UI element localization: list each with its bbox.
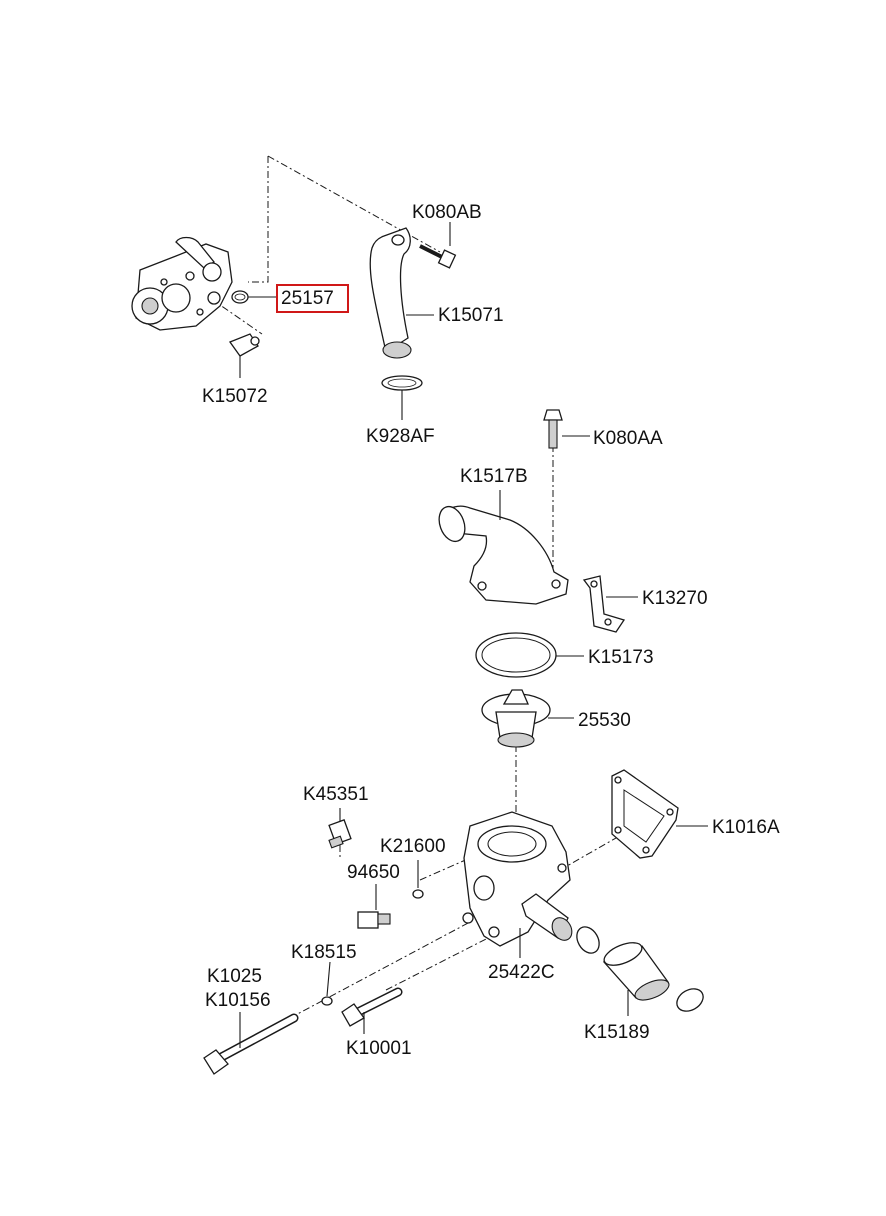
bolt-k10001: [341, 987, 403, 1027]
label-25157: 25157: [281, 288, 334, 309]
label-k10001: K10001: [346, 1038, 412, 1059]
label-k21600: K21600: [380, 836, 446, 857]
o-ring-k18515: [321, 996, 333, 1006]
label-k080aa: K080AA: [593, 428, 663, 449]
pipe-k15071: [369, 227, 412, 359]
sensor-k45351: [328, 819, 352, 849]
label-k15072: K15072: [202, 386, 268, 407]
housing-25422c: [462, 811, 573, 947]
fitting-k15072: [228, 333, 260, 357]
label-k1025: K1025: [207, 966, 262, 987]
label-k1016a: K1016A: [712, 817, 780, 838]
bolt-k080ab: [419, 244, 457, 269]
label-k080ab: K080AB: [412, 202, 482, 223]
water-pump: [131, 236, 233, 331]
label-k15173: K15173: [588, 647, 654, 668]
clamp-left: [576, 926, 600, 954]
label-25422c: 25422C: [488, 962, 555, 983]
leader-lines: [239, 222, 708, 1048]
gasket-k15173: [475, 632, 557, 678]
label-k15189: K15189: [584, 1022, 650, 1043]
bolt-k1025: [203, 1013, 299, 1075]
label-k18515: K18515: [291, 942, 357, 963]
hose-k15189: [602, 942, 670, 1001]
highlight-box: [276, 284, 349, 313]
housing-k1517b: [438, 505, 569, 605]
label-k928af: K928AF: [366, 426, 435, 447]
assembly-lines: [209, 155, 631, 1019]
label-k15071: K15071: [438, 305, 504, 326]
bracket-k13270: [582, 575, 626, 633]
o-ring-25157: [231, 290, 249, 304]
label-94650: 94650: [347, 862, 400, 883]
label-k45351: K45351: [303, 784, 369, 805]
gasket-k1016a: [611, 769, 679, 859]
part-labels: K080AB 25157 K15071 K15072 K928AF K080AA…: [202, 202, 780, 1059]
o-ring-k21600: [412, 889, 424, 899]
thermostat-25530: [481, 689, 551, 748]
label-k13270: K13270: [642, 588, 708, 609]
clamp-k928af: [381, 375, 423, 391]
clamp-right: [676, 988, 704, 1012]
label-25530: 25530: [578, 710, 631, 731]
label-k10156: K10156: [205, 990, 271, 1011]
bolt-k080aa: [543, 409, 563, 449]
sensor-94650: [357, 911, 391, 929]
label-k1517b: K1517B: [460, 466, 528, 487]
